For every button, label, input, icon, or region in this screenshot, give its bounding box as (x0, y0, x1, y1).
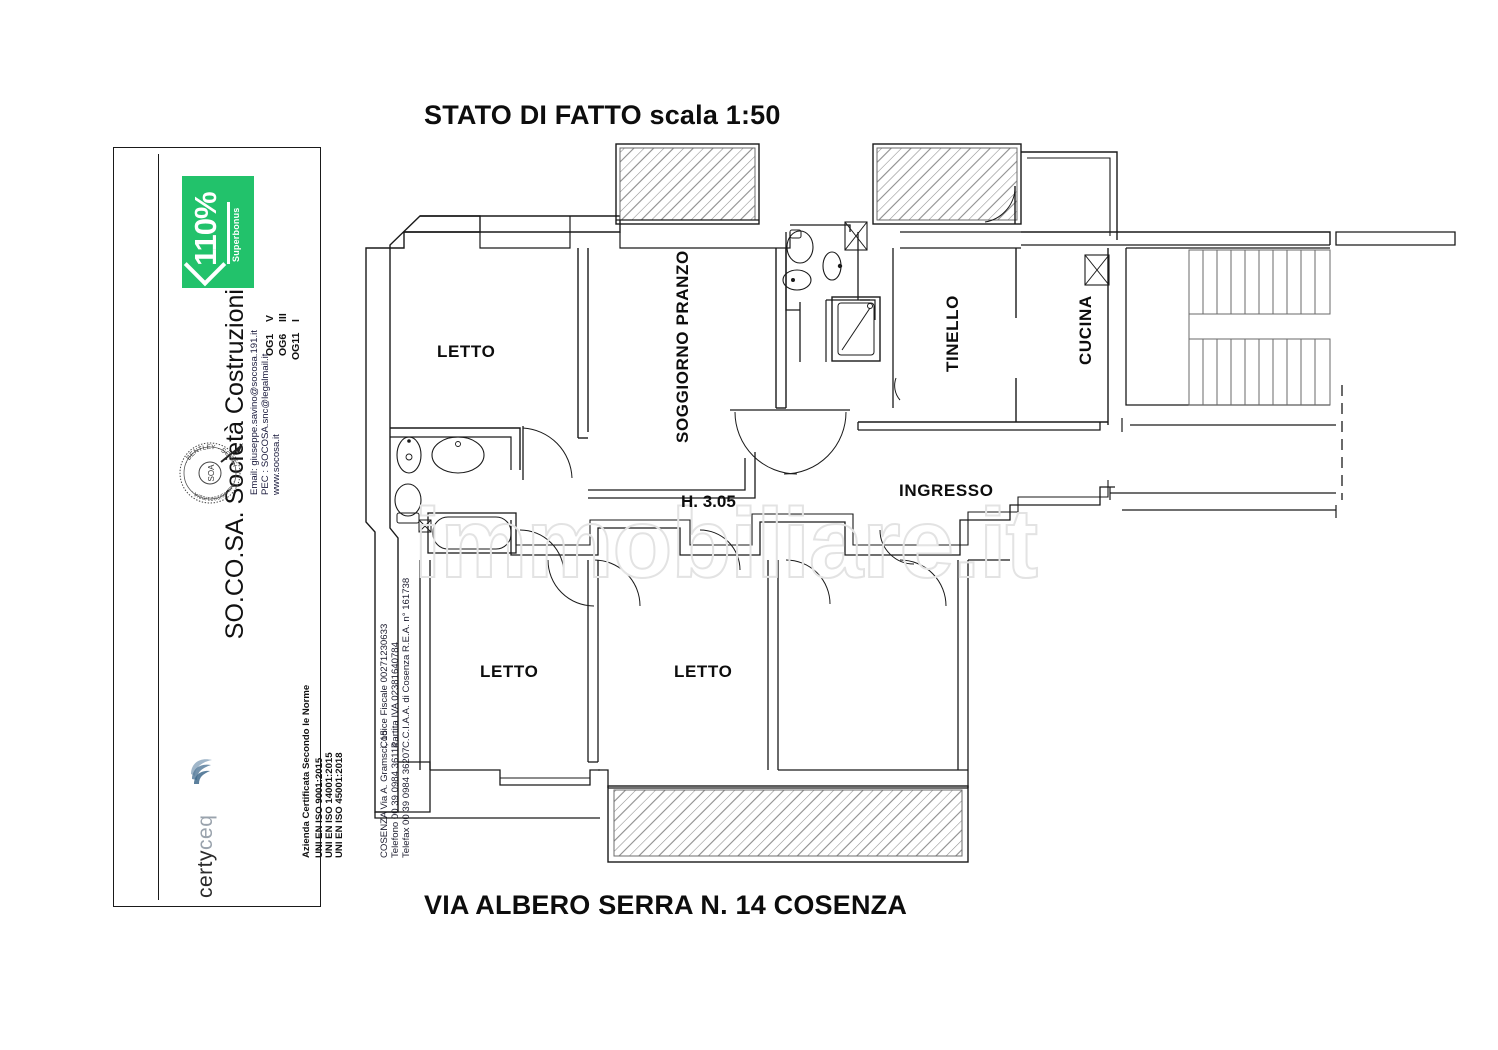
room-label-ingresso: INGRESSO (899, 481, 994, 500)
room-label-letto-bottom-2: LETTO (674, 662, 733, 681)
svg-text:SOA: SOA (207, 464, 216, 482)
page-title: STATO DI FATTO scala 1:50 (424, 100, 781, 130)
room-label-letto-bottom-1: LETTO (480, 662, 539, 681)
room-label-letto-top-left: LETTO (437, 342, 496, 361)
superbonus-badge: 110% Superbonus (182, 176, 254, 288)
title-block: SO.CO.SA. Società Costruzioni Savinosrl … (113, 147, 412, 908)
certyceq-swoosh-icon (191, 759, 212, 784)
title-block-divider (158, 154, 160, 900)
room-label-tinello: TINELLO (943, 295, 962, 372)
room-label-cucina: CUCINA (1076, 295, 1095, 365)
soa-stamp-icon: SOA · BENTLEY · SOGEI · · Att. 46/2021/0… (177, 440, 243, 506)
room-label-soggiorno-pranzo: SOGGIORNO PRANZO (673, 250, 692, 443)
page-caption: VIA ALBERO SERRA N. 14 COSENZA (424, 890, 908, 920)
ceiling-height-label: H. 3.05 (681, 492, 736, 511)
certyceq-logo: certyceq (182, 748, 226, 908)
